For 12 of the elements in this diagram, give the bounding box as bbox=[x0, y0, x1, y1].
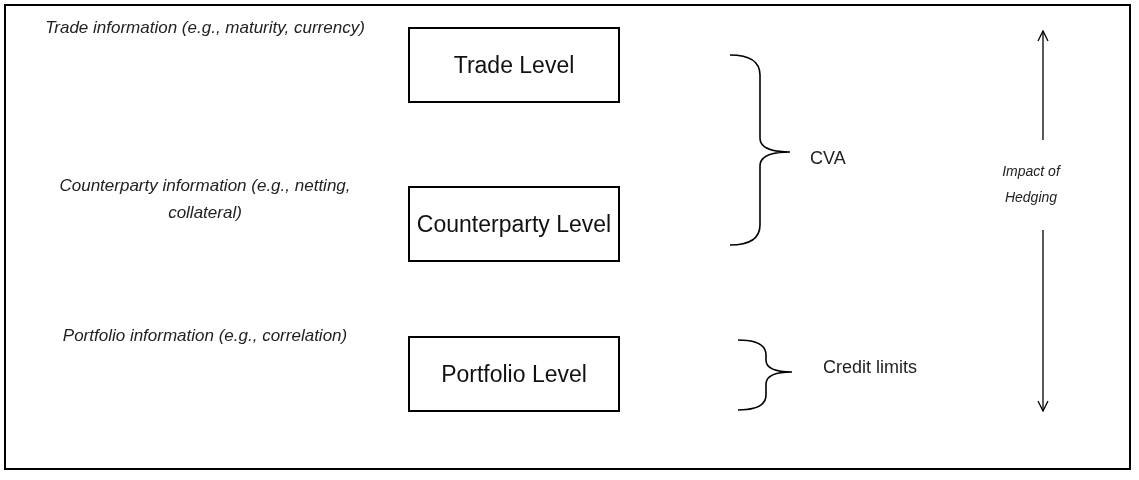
arrow-label: Impact of Hedging bbox=[1001, 162, 1062, 207]
input-description: Portfolio information (e.g., correlation) bbox=[61, 325, 349, 347]
input-description: Trade information (e.g., maturity, currency) bbox=[44, 17, 366, 39]
input-description: Counterparty information (e.g., netting, collateral) bbox=[58, 175, 352, 224]
bracket-label: Credit limits bbox=[823, 357, 917, 378]
bracket-label: CVA bbox=[810, 148, 846, 169]
box-title: Counterparty Level bbox=[416, 210, 612, 238]
level-box bbox=[408, 27, 620, 103]
level-box bbox=[408, 336, 620, 412]
level-box bbox=[408, 186, 620, 262]
box-title: Portfolio Level bbox=[441, 360, 587, 388]
box-title: Trade Level bbox=[453, 51, 575, 79]
